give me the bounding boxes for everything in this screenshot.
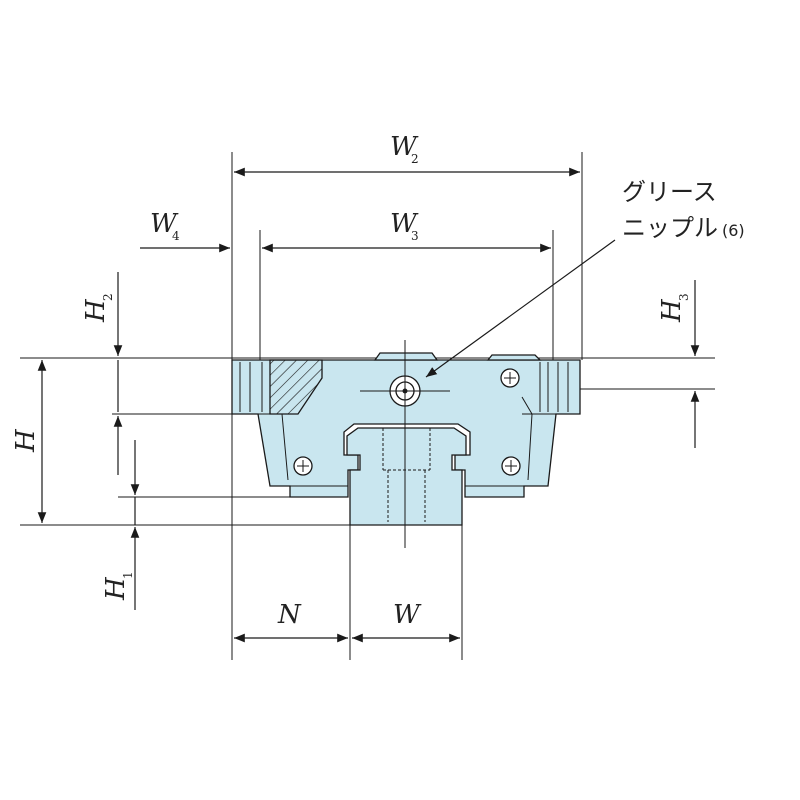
screw-icon-bottom-left: [293, 456, 313, 476]
grease-nipple-callout: グリース ニップル (6): [622, 178, 745, 242]
screw-icon-top-right: [500, 368, 520, 388]
center-lines: [360, 340, 450, 548]
end-seal-hatch: [269, 359, 323, 415]
carriage-block: [231, 352, 581, 498]
label-H: H: [11, 428, 41, 453]
svg-text:3: 3: [677, 293, 691, 301]
svg-text:N: N: [277, 600, 302, 630]
svg-text:ニップル: ニップル: [622, 214, 718, 242]
rail: [346, 427, 467, 526]
svg-text:W: W: [393, 600, 422, 630]
svg-text:H: H: [657, 298, 687, 323]
svg-text:(6): (6): [722, 221, 745, 240]
label-H2: H 2: [81, 293, 115, 323]
svg-text:3: 3: [411, 229, 419, 243]
svg-text:グリース: グリース: [622, 178, 717, 206]
label-W: W: [393, 600, 422, 630]
label-W3: W 3: [390, 209, 419, 243]
svg-text:W: W: [150, 209, 179, 239]
svg-text:1: 1: [121, 571, 135, 579]
svg-text:W: W: [390, 132, 419, 162]
label-W2: W 2: [390, 132, 419, 166]
label-H1: H 1: [101, 571, 135, 601]
screw-icons: [293, 368, 521, 476]
svg-text:4: 4: [172, 229, 180, 243]
svg-text:W: W: [390, 209, 419, 239]
screw-icon-bottom-right: [501, 456, 521, 476]
dimension-lines: [37, 167, 700, 643]
svg-text:2: 2: [411, 152, 419, 166]
dimension-labels: W 2 W 3 W 4 N W H H 2 H 1 H 3: [11, 132, 691, 630]
label-N: N: [277, 600, 302, 630]
svg-text:H: H: [11, 428, 41, 453]
svg-text:H: H: [101, 576, 131, 601]
label-W4: W 4: [150, 209, 180, 243]
svg-text:2: 2: [101, 293, 115, 301]
svg-text:H: H: [81, 298, 111, 323]
label-H3: H 3: [657, 293, 691, 323]
